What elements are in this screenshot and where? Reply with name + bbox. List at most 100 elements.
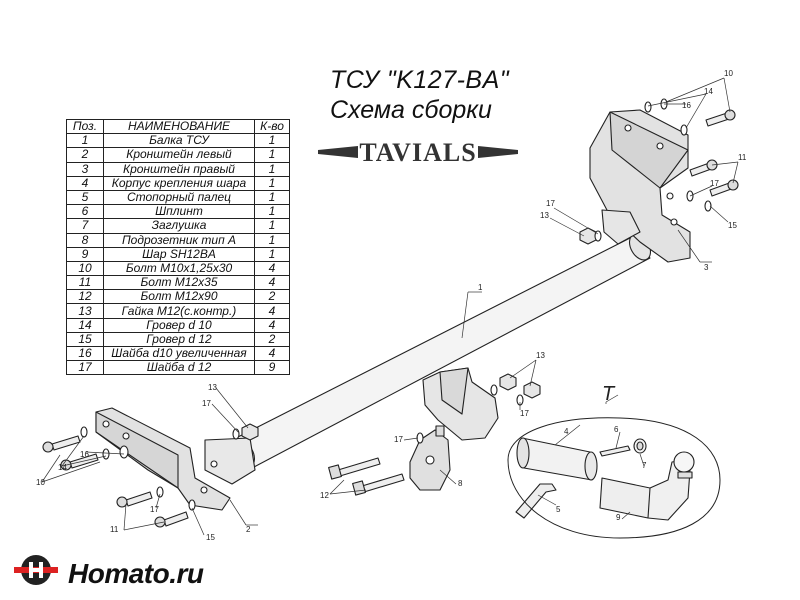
col-pos: Поз. — [66, 118, 104, 135]
callout-4: 4 — [564, 427, 569, 436]
cell-name: Шайба d10 увеличенная — [103, 345, 255, 362]
cell-name: Гайка М12(с.контр.) — [103, 303, 255, 319]
col-name: НАИМЕНОВАНИЕ — [103, 118, 255, 135]
leader-lines — [41, 77, 739, 536]
cell-pos: 11 — [66, 275, 104, 291]
callout-6: 6 — [614, 425, 619, 434]
cell-name: Шар SH12BA — [103, 246, 255, 262]
center-bracket — [422, 367, 499, 441]
right-hardware — [644, 98, 739, 212]
cell-pos: 17 — [66, 360, 104, 376]
callout-8: 8 — [458, 479, 463, 488]
cell-pos: 8 — [66, 232, 104, 248]
cell-qty: 4 — [254, 303, 290, 319]
callout-17-d: 17 — [394, 435, 403, 444]
cell-pos: 7 — [66, 218, 104, 234]
cell-name: Гровер d 10 — [103, 317, 255, 333]
cell-qty: 1 — [254, 218, 290, 234]
cell-qty: 2 — [254, 289, 290, 305]
callout-16-left: 16 — [80, 450, 89, 459]
callout-7: 7 — [642, 461, 647, 470]
watermark-text: Homato.ru — [68, 558, 204, 589]
cell-name: Гровер d 12 — [103, 331, 255, 348]
callout-2: 2 — [246, 525, 251, 534]
cell-pos: 3 — [66, 161, 104, 177]
cell-name: Стопорный палец — [103, 189, 255, 206]
cell-pos: 5 — [66, 189, 104, 206]
callout-labels: 1 2 3 4 5 6 7 8 9 10 10 11 11 12 13 13 1… — [36, 69, 747, 542]
plug — [633, 438, 647, 454]
callout-5: 5 — [556, 505, 561, 514]
callout-3: 3 — [704, 263, 709, 272]
cell-pos: 1 — [66, 133, 104, 149]
brand-text: TAVIALS — [359, 138, 476, 167]
cell-qty: 4 — [254, 275, 290, 291]
cell-name: Болт М12х35 — [103, 275, 255, 291]
callout-15-right: 15 — [728, 221, 737, 230]
ball-housing — [516, 437, 598, 481]
cotter-pin — [599, 445, 631, 457]
callout-16-right: 16 — [682, 101, 691, 110]
detail-letter: T — [602, 383, 616, 405]
callout-11-left: 11 — [110, 525, 119, 534]
cell-name: Заглушка — [103, 218, 255, 234]
cell-pos: 2 — [66, 147, 104, 163]
drawing-subtitle: Схема сборки — [330, 96, 492, 124]
cell-pos: 9 — [66, 246, 104, 262]
socket-plate — [409, 425, 451, 491]
callout-10-right: 10 — [724, 69, 733, 78]
callout-13-b: 13 — [540, 211, 549, 220]
cell-name: Шайба d 12 — [103, 360, 255, 376]
cell-qty: 1 — [254, 147, 290, 163]
ball-neck — [599, 451, 695, 521]
cell-name: Шплинт — [103, 204, 255, 220]
cell-qty: 1 — [254, 246, 290, 262]
cell-name: Болт М10х1,25х30 — [103, 260, 255, 277]
callout-14-right: 14 — [704, 87, 713, 96]
callout-1: 1 — [478, 283, 483, 292]
cell-qty: 2 — [254, 331, 290, 348]
callout-17-a: 17 — [202, 399, 211, 408]
cell-name: Кронштейн правый — [103, 161, 255, 177]
left-hardware — [42, 426, 196, 528]
cell-pos: 4 — [66, 175, 104, 191]
cell-qty: 4 — [254, 260, 290, 277]
cell-qty: 9 — [254, 360, 290, 376]
cell-pos: 6 — [66, 204, 104, 220]
cell-name: Кронштейн левый — [103, 147, 255, 163]
brand-logo: TAVIALS — [318, 138, 518, 167]
callout-15-left: 15 — [206, 533, 215, 542]
col-qty: К-во — [254, 118, 290, 135]
cell-name: Болт М12х90 — [103, 289, 255, 305]
cell-name: Балка ТСУ — [103, 133, 255, 149]
callout-17-c: 17 — [710, 179, 719, 188]
callout-11-right: 11 — [738, 153, 747, 162]
cell-qty: 1 — [254, 189, 290, 206]
cell-name: Подрозетник тип А — [103, 232, 255, 248]
cell-pos: 10 — [66, 260, 104, 277]
stop-pin — [515, 483, 557, 519]
cell-pos: 12 — [66, 289, 104, 305]
callout-12: 12 — [320, 491, 329, 500]
long-bolts — [328, 457, 405, 496]
cell-qty: 1 — [254, 175, 290, 191]
cell-qty: 4 — [254, 317, 290, 333]
callout-14-left: 14 — [58, 463, 67, 472]
